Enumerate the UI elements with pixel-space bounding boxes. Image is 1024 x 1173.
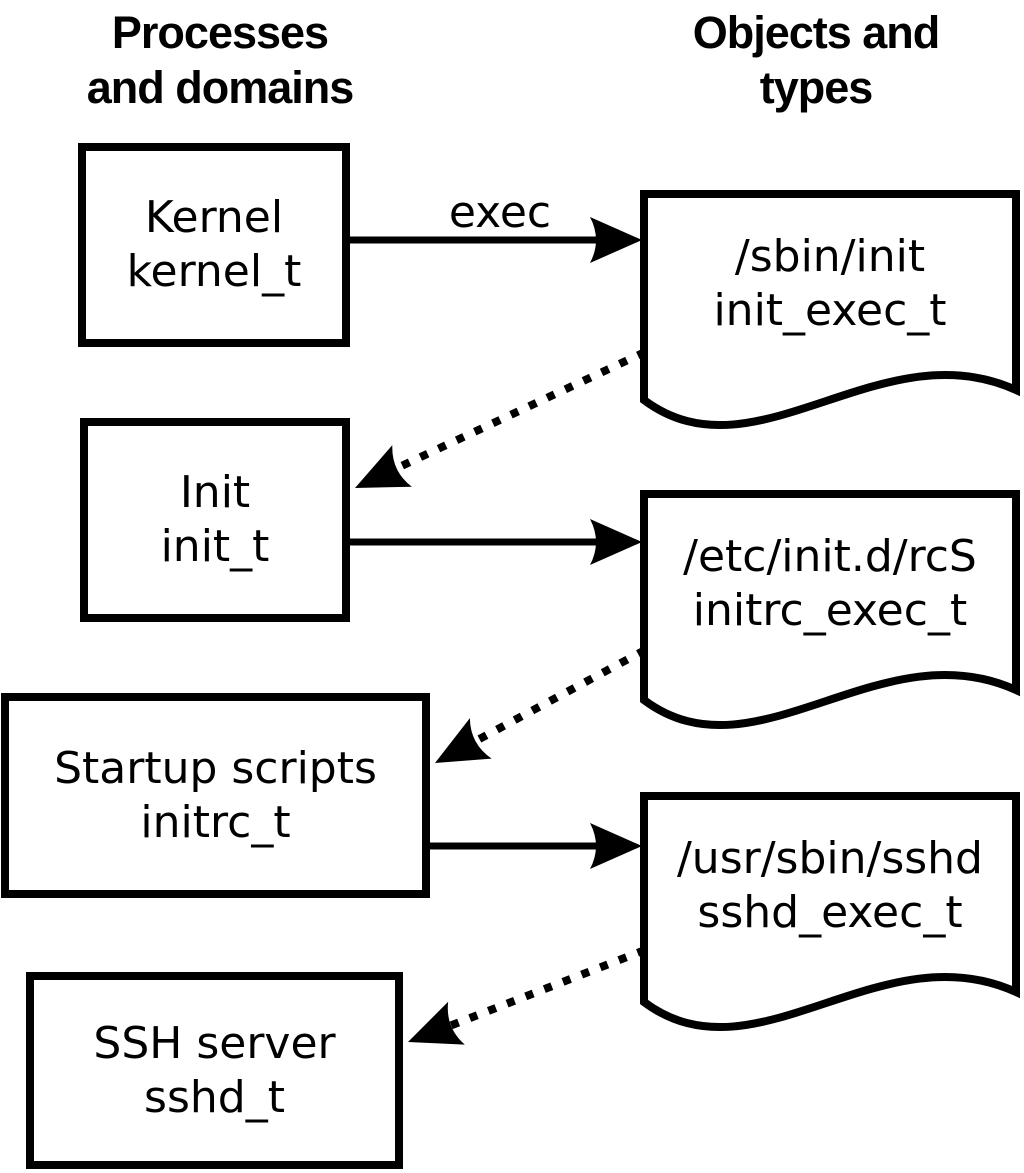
object-path-label: /usr/sbin/sshd	[676, 833, 983, 884]
header-line: Processes	[111, 7, 329, 58]
object-type-label: initrc_exec_t	[692, 585, 968, 636]
arrowhead-icon	[435, 718, 492, 763]
header-line: and domains	[86, 62, 355, 113]
document-shape-sbin-init	[640, 190, 1020, 430]
document-shape-usr-sbin-sshd	[640, 792, 1020, 1032]
process-box-kernel: Kernel kernel_t	[78, 143, 350, 347]
object-path-label: /sbin/init	[734, 231, 926, 282]
arrowhead-icon	[590, 823, 642, 869]
arrowhead-icon	[408, 1001, 465, 1045]
process-box-ssh-server: SSH server sshd_t	[26, 972, 403, 1169]
object-type-label: sshd_exec_t	[697, 887, 963, 938]
transition-arrow-sbin-init-to-init	[355, 348, 647, 488]
transition-arrow-sshd-to-ssh-server	[408, 946, 647, 1045]
domain-type-label: init_t	[160, 521, 270, 572]
column-header-objects-and-types: Objects and types	[616, 5, 1016, 115]
exec-arrow-init-to-etc-initd-rcs	[348, 519, 642, 565]
process-box-startup-scripts: Startup scripts initrc_t	[1, 693, 430, 898]
process-name-label: Startup scripts	[54, 742, 377, 794]
header-line: Objects and	[692, 7, 941, 58]
arrowhead-icon	[590, 519, 642, 565]
process-name-label: SSH server	[93, 1017, 336, 1069]
object-path-label: /etc/init.d/rcS	[683, 531, 977, 582]
domain-type-label: kernel_t	[126, 246, 302, 297]
exec-arrow-label: exec	[448, 187, 552, 238]
domain-type-label: sshd_t	[144, 1071, 285, 1123]
object-doc-label-usr-sbin-sshd: /usr/sbin/sshd sshd_exec_t	[648, 796, 1012, 976]
column-header-processes-and-domains: Processes and domains	[20, 5, 420, 115]
domain-type-label: initrc_t	[140, 796, 291, 848]
arrowhead-icon	[355, 445, 412, 488]
transition-arrow-rcs-to-startup-scripts	[435, 646, 647, 763]
arrowhead-icon	[590, 217, 642, 263]
process-name-label: Init	[179, 467, 251, 518]
process-box-init: Init init_t	[80, 418, 350, 622]
document-shape-etc-initd-rcs	[640, 490, 1020, 730]
object-doc-label-etc-initd-rcs: /etc/init.d/rcS initrc_exec_t	[648, 494, 1012, 674]
process-name-label: Kernel	[144, 192, 284, 243]
exec-arrow-startup-to-usr-sbin-sshd	[428, 823, 642, 869]
header-line: types	[759, 62, 874, 113]
object-doc-label-sbin-init: /sbin/init init_exec_t	[648, 194, 1012, 374]
object-type-label: init_exec_t	[713, 285, 947, 336]
exec-arrow-kernel-to-sbin-init	[348, 217, 642, 263]
